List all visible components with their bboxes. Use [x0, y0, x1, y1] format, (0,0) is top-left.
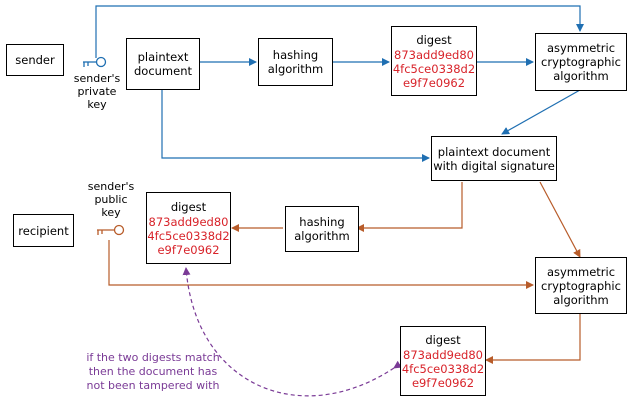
digest-bottom-hash-3: e9f7e0962: [411, 375, 475, 390]
public-key-icon: [97, 224, 125, 236]
note-line-1: if the two digests match: [86, 351, 220, 364]
private-key-label-line-3: key: [87, 98, 107, 111]
private-key-icon: [83, 56, 107, 68]
hashing-top-line-1: hashing: [272, 48, 319, 62]
digest-bottom-hash-1: 873add9ed80: [403, 347, 483, 362]
digest-top-node: digest 873add9ed80 4fc5ce0338d2 e9f7e096…: [391, 26, 477, 96]
private-key-to-asymmetric-arrow: [95, 5, 584, 58]
sender-label: sender: [15, 53, 55, 67]
asymmetric-bottom-line-3: algorithm: [553, 292, 609, 307]
signed-to-asymmetric-bottom-arrow: [539, 181, 581, 258]
hashing-algorithm-top-node: hashing algorithm: [258, 38, 333, 86]
digest-top-hash-1: 873add9ed80: [394, 47, 474, 62]
recipient-node: recipient: [13, 214, 74, 247]
digest-mid-title: digest: [170, 199, 207, 214]
plaintext-to-signed-arrow: [161, 90, 430, 162]
public-key-label-line-2: public: [94, 193, 128, 206]
digest-mid-hash-3: e9f7e0962: [157, 242, 220, 257]
digest-mid-node: digest 873add9ed80 4fc5ce0338d2 e9f7e096…: [146, 192, 231, 264]
digest-top-hash-2: 4fc5ce0338d2: [392, 61, 476, 76]
plaintext-document-node: plaintext document: [126, 38, 200, 90]
digest-bottom-hash-2: 4fc5ce0338d2: [401, 361, 485, 376]
hashing-top-line-2: algorithm: [267, 62, 324, 76]
digest-mid-hash-1: 873add9ed80: [148, 214, 229, 229]
signed-line-2: with digital signature: [433, 158, 555, 173]
digest-top-hash-3: e9f7e0962: [402, 75, 466, 90]
hashing-algorithm-mid-node: hashing algorithm: [285, 206, 359, 252]
asymmetric-top-line-1: asymmetric: [546, 41, 616, 55]
digest-bottom-node: digest 873add9ed80 4fc5ce0338d2 e9f7e096…: [400, 326, 486, 396]
signed-to-hashing-arrow: [356, 182, 463, 232]
public-key-label-line-3: key: [101, 206, 121, 219]
digest-compare-arrow: [182, 267, 403, 397]
signed-line-1: plaintext document: [437, 144, 551, 159]
signed-document-node: plaintext document with digital signatur…: [431, 136, 557, 181]
asymmetric-bottom-line-1: asymmetric: [546, 264, 616, 279]
digest-top-title: digest: [416, 32, 452, 47]
asymmetric-top-line-2: cryptographic: [541, 55, 621, 69]
recipient-label: recipient: [18, 223, 69, 238]
public-key-label: sender's public key: [80, 180, 142, 219]
digest-mid-hash-2: 4fc5ce0338d2: [147, 228, 230, 243]
private-key-label: sender's private key: [66, 72, 128, 111]
public-key-label-line-1: sender's: [87, 180, 135, 193]
asymmetric-top-line-3: algorithm: [553, 69, 609, 83]
asymmetric-top-node: asymmetric cryptographic algorithm: [535, 33, 627, 91]
plaintext-line-1: plaintext: [137, 50, 189, 64]
plaintext-line-2: document: [133, 64, 193, 78]
sender-node: sender: [6, 44, 64, 76]
digest-bottom-title: digest: [425, 332, 461, 347]
asymmetric-to-digest-bottom-arrow: [485, 314, 581, 364]
asymmetric-to-signed-arrow: [501, 89, 581, 135]
tamper-check-note: if the two digests match then the docume…: [78, 351, 228, 393]
asymmetric-bottom-line-2: cryptographic: [541, 278, 621, 293]
private-key-label-line-2: private: [77, 85, 117, 98]
hashing-mid-line-2: algorithm: [294, 229, 350, 243]
note-line-2: then the document has: [88, 365, 218, 378]
hashing-mid-line-1: hashing: [299, 215, 345, 229]
asymmetric-bottom-node: asymmetric cryptographic algorithm: [535, 257, 627, 314]
private-key-label-line-1: sender's: [73, 72, 121, 85]
note-line-3: not been tampered with: [86, 379, 220, 392]
